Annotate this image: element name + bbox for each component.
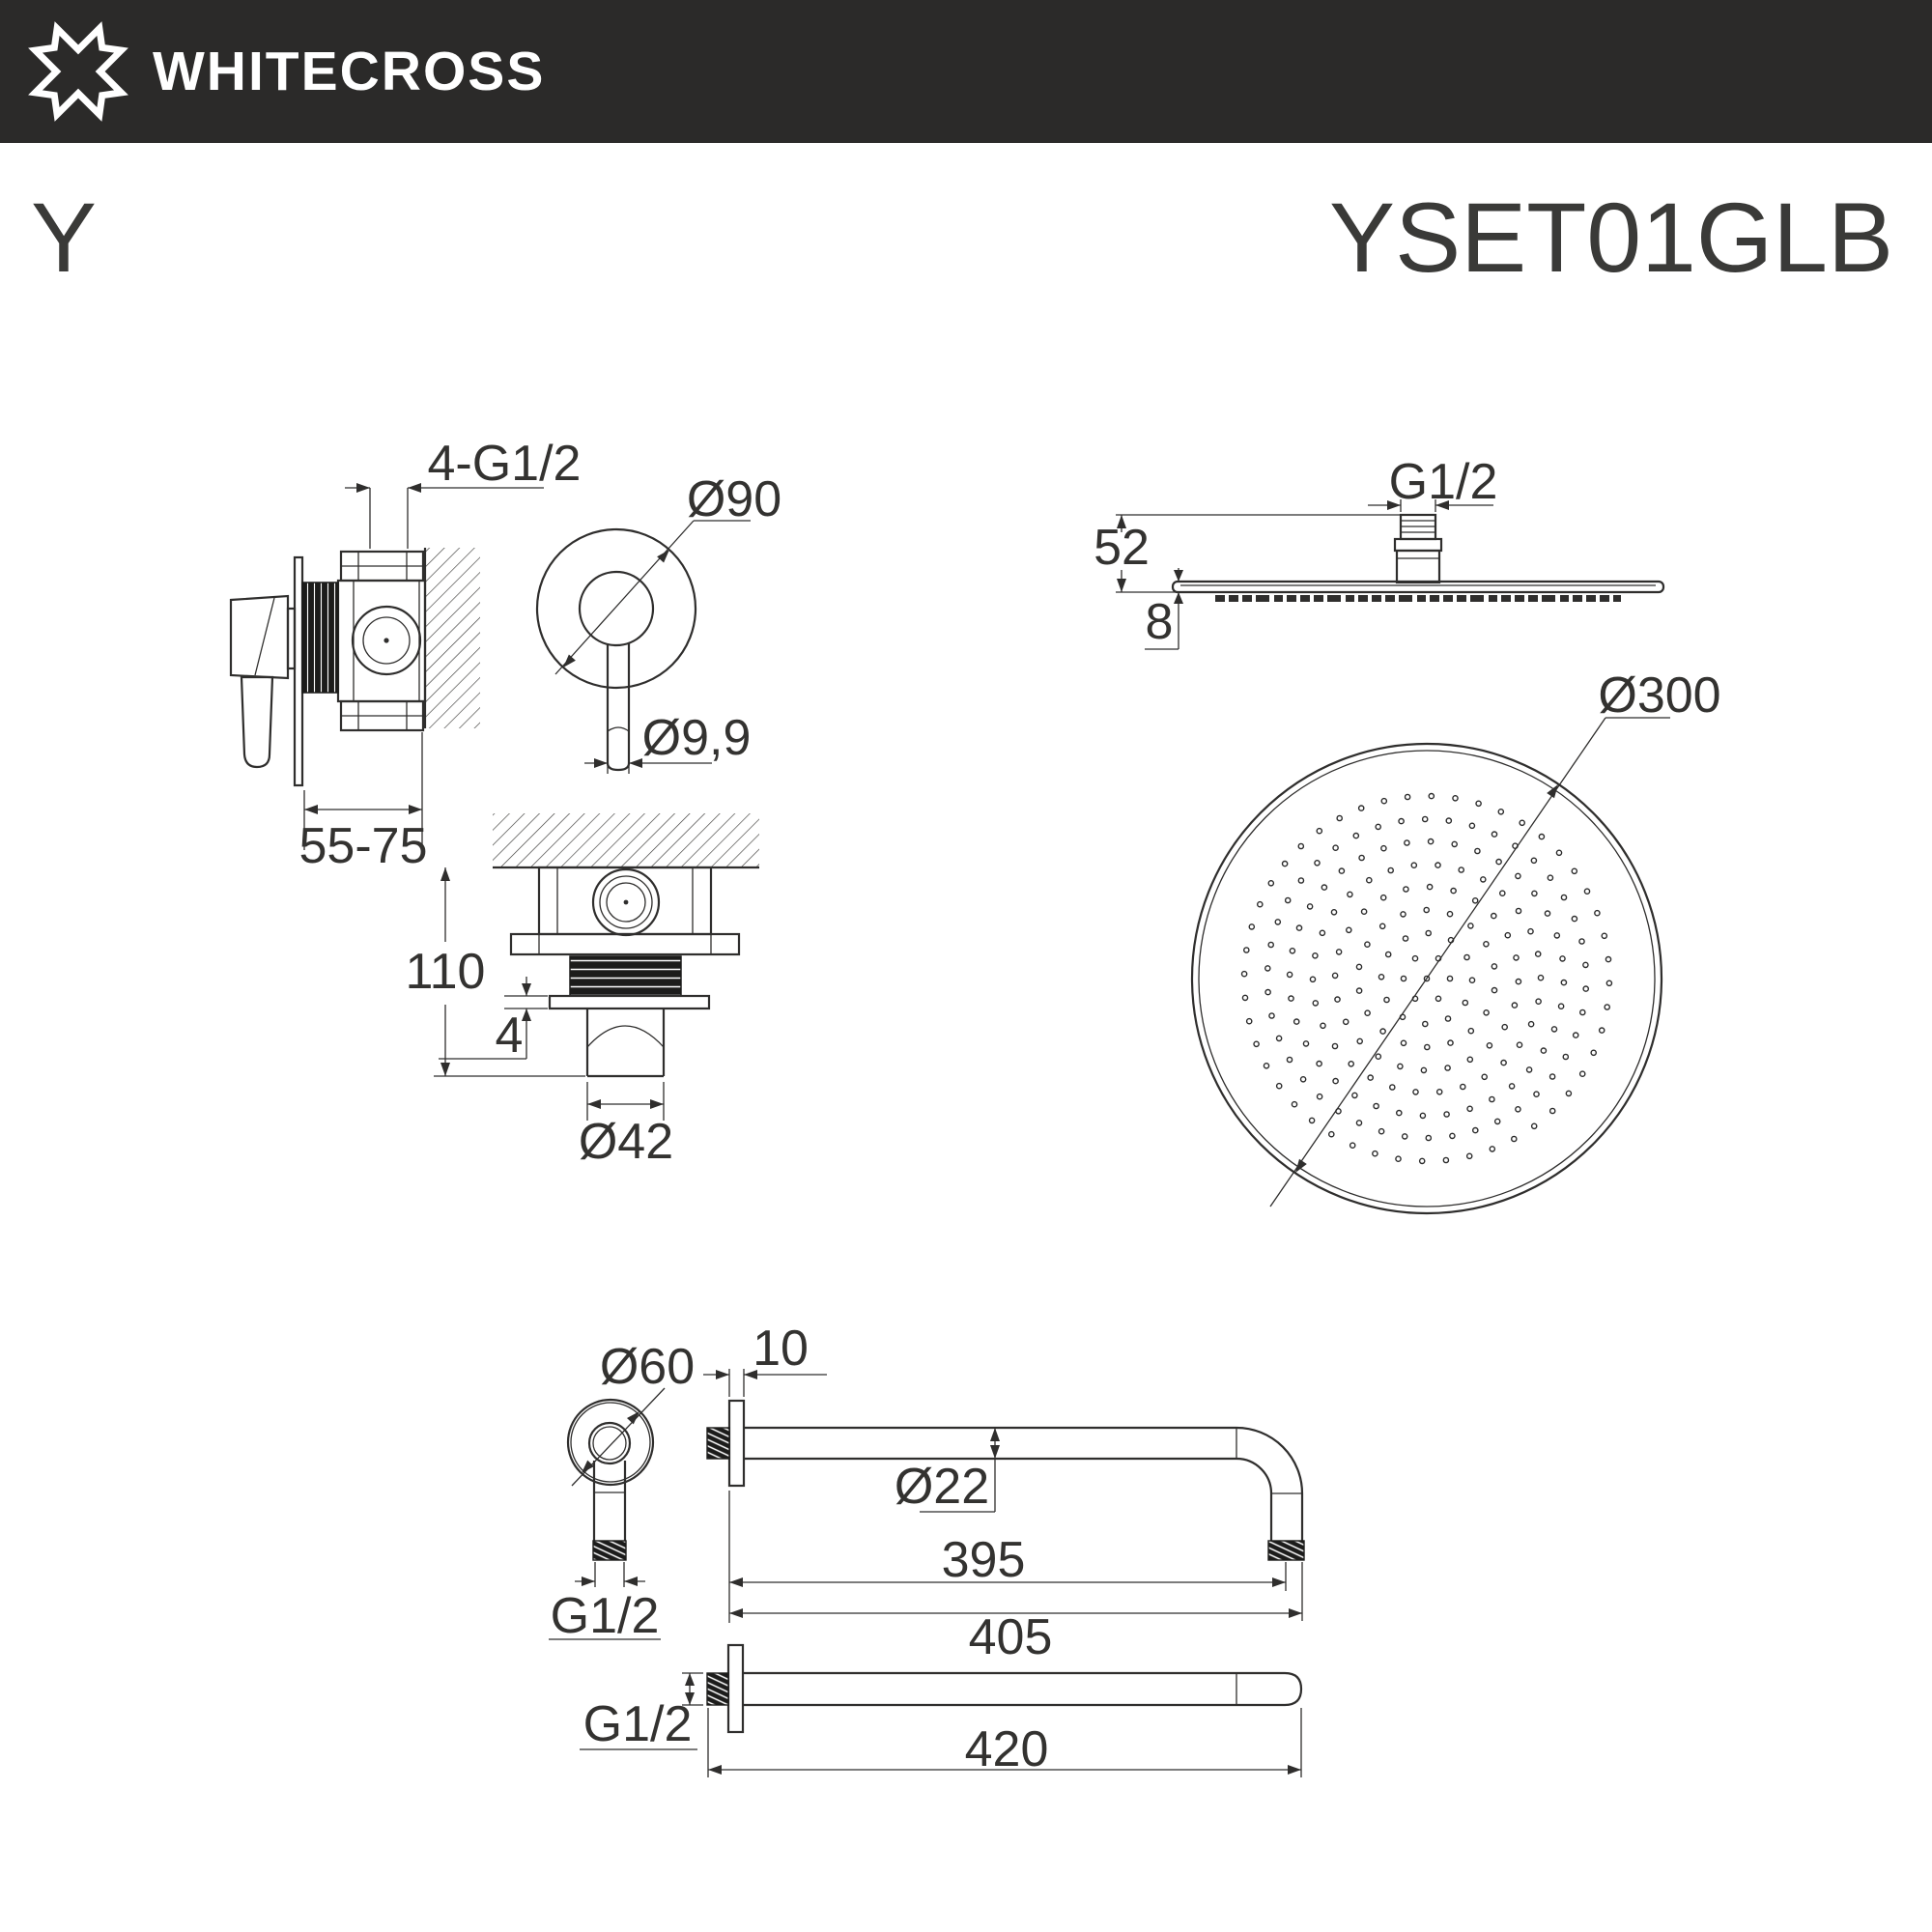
- dim-overall-label: 405: [969, 1609, 1053, 1665]
- ceiling-hatch: [493, 813, 759, 867]
- view-head-side: G1/2 52 8: [1094, 454, 1665, 650]
- dim-height-label: 110: [406, 944, 486, 1000]
- dim-plate-dia-label: Ø90: [687, 471, 781, 527]
- model-code: YSET01GLB: [1329, 183, 1893, 293]
- view-arm-ceiling: G1/2 420: [580, 1643, 1303, 1777]
- dim-head-edge-label: 8: [1146, 594, 1174, 650]
- view-mixer-front: Ø90 Ø9,9: [535, 471, 781, 774]
- brand-name: WHITECROSS: [153, 41, 546, 102]
- dim-handle-dia-label: Ø9,9: [642, 710, 752, 766]
- view-arm-end: Ø60 G1/2: [549, 1339, 695, 1644]
- dim-arm-ceiling-thread-label: G1/2: [583, 1696, 693, 1752]
- arm-wall-thread: [706, 1427, 730, 1460]
- dim-depth-label: 55-75: [299, 818, 428, 874]
- dim-to-axis-label: 395: [942, 1532, 1026, 1588]
- dim-head-height-label: 52: [1094, 520, 1150, 576]
- view-arm-wall: 10 Ø22 395 405: [703, 1321, 1305, 1665]
- dim-tube-dia-label: Ø22: [895, 1459, 989, 1515]
- arm-end-thread: [592, 1540, 627, 1561]
- collar-thread: [569, 955, 682, 997]
- dim-length-label: 420: [965, 1721, 1049, 1777]
- dim-plate-thickness-label: 4: [496, 1008, 524, 1064]
- whitecross-logo-icon: [28, 21, 128, 122]
- view-mixer-bottom: 110 4 Ø42: [406, 813, 759, 1170]
- arm-wall-end-thread: [1267, 1540, 1305, 1561]
- dim-head-thread-label: G1/2: [1389, 454, 1498, 510]
- dim-arm-end-thread-label: G1/2: [551, 1588, 660, 1644]
- dim-outlet-dia-label: Ø42: [579, 1114, 673, 1170]
- dim-flange-dia-label: Ø60: [600, 1339, 695, 1395]
- dim-ports-label: 4-G1/2: [428, 436, 582, 492]
- cartridge-knurl: [301, 582, 339, 694]
- series-label: Y: [31, 183, 98, 293]
- view-mixer-side: 4-G1/2: [229, 436, 582, 874]
- dim-flange-thickness-label: 10: [753, 1321, 809, 1377]
- arm-ceiling-thread: [706, 1672, 729, 1706]
- wall-hatch: [425, 548, 480, 728]
- nozzle-field: [1240, 792, 1613, 1165]
- dim-head-dia-label: Ø300: [1598, 668, 1720, 724]
- header-bar: WHITECROSS: [0, 0, 1932, 143]
- view-head-top: Ø300: [1190, 668, 1721, 1215]
- handle-grip: [240, 675, 274, 769]
